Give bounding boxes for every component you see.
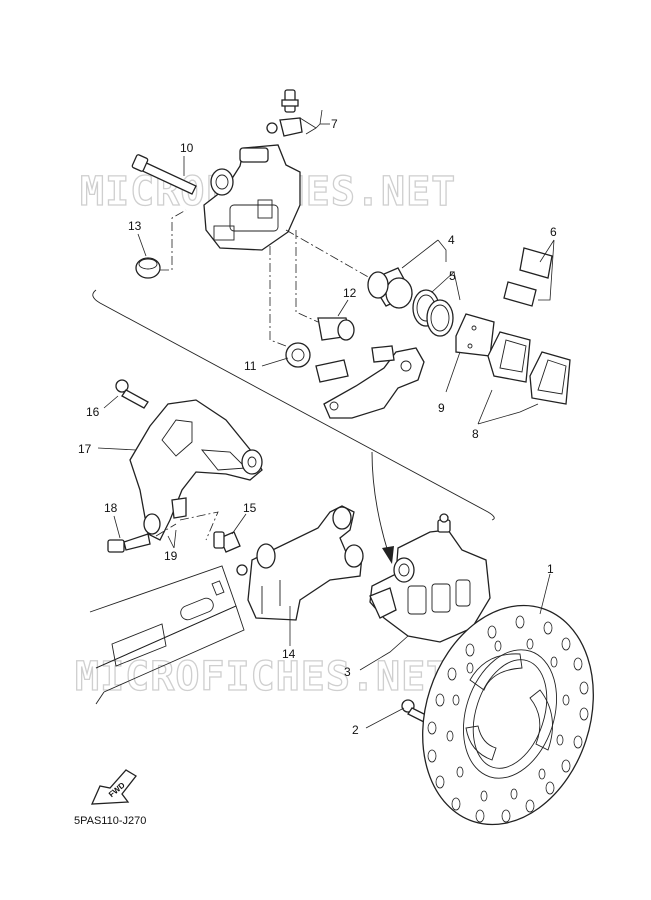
caliper-assembly [369, 513, 491, 643]
torque-arm [236, 505, 364, 621]
callout-2: 2 [352, 723, 359, 737]
caliper-bolt [213, 531, 241, 553]
callout-13: 13 [128, 219, 142, 233]
callout-17: 17 [78, 442, 92, 456]
callout-10: 10 [180, 141, 194, 155]
diagram-code: 5PAS110-J270 [74, 815, 146, 827]
slide-pin [317, 317, 355, 341]
callout-1: 1 [547, 562, 554, 576]
disc-holes [427, 615, 589, 823]
clip [155, 497, 219, 541]
caliper-body-exploded [203, 144, 301, 251]
piston [367, 267, 413, 309]
pin-bolt [131, 154, 197, 195]
callout-16: 16 [86, 405, 100, 419]
forward-arrow-icon: FWD [90, 769, 137, 805]
pad-spring [503, 247, 553, 307]
brake-disc [422, 604, 594, 826]
assembly-arrow [371, 451, 389, 553]
disc-bolt [401, 699, 429, 723]
callout-7: 7 [331, 117, 338, 131]
flange-bolt [107, 533, 151, 553]
watermark-bottom: MICROFICHES.NET [75, 654, 451, 700]
caliper-bracket-exploded [315, 345, 425, 419]
callout-19: 19 [164, 549, 178, 563]
section-divider [92, 289, 495, 521]
brake-pads [487, 331, 571, 405]
boot [135, 257, 161, 279]
pad-support [455, 313, 495, 357]
piston-seals [412, 289, 454, 337]
callout-18: 18 [104, 501, 118, 515]
callout-14: 14 [282, 647, 296, 661]
bracket-bolt [115, 379, 149, 409]
callout-8: 8 [472, 427, 479, 441]
assembly-arrowhead [382, 546, 394, 564]
bleeder-screw [266, 89, 303, 137]
callout-6: 6 [550, 225, 557, 239]
pin-boot [285, 342, 311, 368]
swingarm [89, 565, 245, 705]
callout-4: 4 [448, 233, 455, 247]
callout-3: 3 [344, 665, 351, 679]
callout-15: 15 [243, 501, 257, 515]
callout-5: 5 [449, 269, 456, 283]
caliper-bracket [129, 399, 263, 541]
callout-9: 9 [438, 401, 445, 415]
callout-12: 12 [343, 286, 357, 300]
callout-11: 11 [244, 359, 257, 373]
